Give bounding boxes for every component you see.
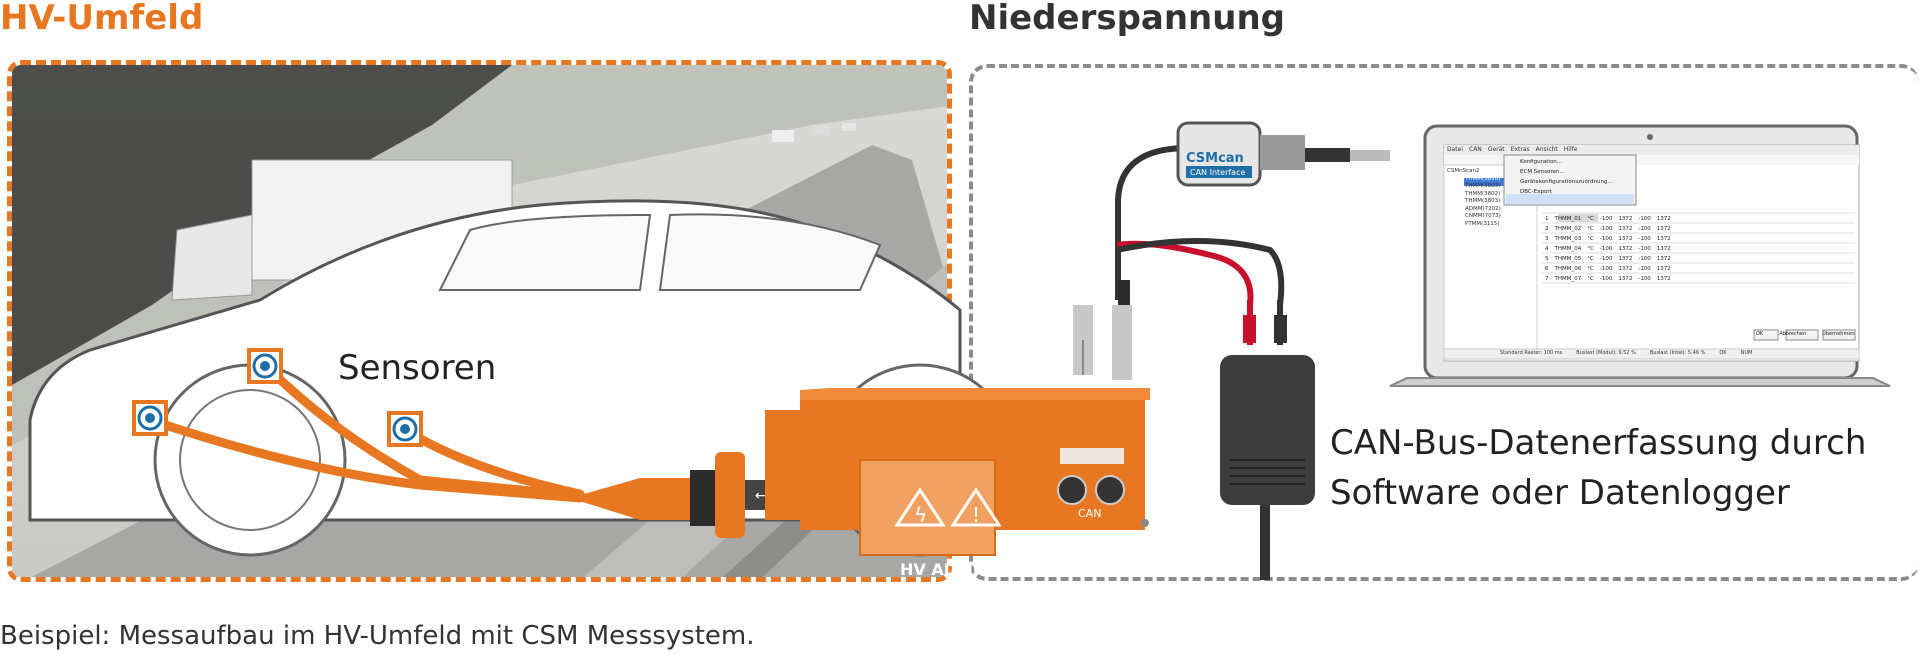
lv-description-line-2: Software oder Datenlogger [1330, 473, 1790, 513]
tree-item[interactable]: THMM(3802) [1465, 190, 1501, 197]
menu-item-dbc-export[interactable]: DBC-Export [1520, 189, 1552, 195]
tree-item[interactable]: PTMM(3115) [1465, 220, 1500, 227]
status-raster: Standard Raster: 100 ms [1500, 350, 1563, 356]
sensor-3-icon [387, 411, 423, 447]
dialog-buttons: OK Abbrechen Übernehmen [1756, 331, 1855, 337]
figure-caption: Beispiel: Messaufbau im HV-Umfeld mit CS… [0, 621, 755, 651]
power-supply-icon [1220, 300, 1315, 580]
tree-item[interactable]: CSMnScan2 [1447, 168, 1480, 174]
software-menubar: Datei CAN Gerät Extras Ansicht Hilfe [1447, 146, 1577, 153]
menu-item-configuration[interactable]: Konfiguration... [1520, 159, 1563, 165]
tree-item[interactable]: ADMM(7202) [1465, 205, 1501, 212]
status-ok: OK [1719, 350, 1727, 356]
tree-item[interactable]: THMM(3803) [1465, 183, 1501, 189]
status-busload-module: Buslast (Modul): 9.52 % [1576, 350, 1636, 356]
cancel-button[interactable]: Abbrechen [1779, 331, 1807, 337]
menu-item-ecm-sensors[interactable]: ECM Sensoren... [1520, 169, 1565, 175]
extras-popup-menu: Konfiguration... ECM Sensoren... Gerätek… [1520, 157, 1613, 197]
svg-text:!: ! [972, 503, 980, 527]
tree-item[interactable]: THMM(3803) [1465, 198, 1501, 204]
sensors-label: Sensoren [338, 348, 497, 388]
menu-file[interactable]: Datei [1447, 146, 1464, 153]
menu-can[interactable]: CAN [1469, 146, 1482, 153]
software-statusbar: Standard Raster: 100 ms Buslast (Modul):… [1500, 350, 1752, 356]
laptop-icon [1389, 124, 1891, 387]
tree-item[interactable]: CNMM(7073) [1465, 213, 1501, 219]
lv-description-line-1: CAN-Bus-Datenerfassung durch [1330, 423, 1867, 463]
lv-region-frame [969, 64, 1919, 581]
status-num: NUM [1740, 350, 1753, 356]
svg-text:ϟ: ϟ [914, 503, 927, 527]
can-port-label: CAN [1078, 507, 1101, 520]
csmcan-brand: CSMcan [1186, 151, 1244, 166]
sensor-1-icon [132, 400, 168, 436]
menu-help[interactable]: Hilfe [1563, 146, 1578, 153]
device-name: HV ADMM 2+ [900, 560, 1019, 579]
software-tree: CSMnScan2 THMM(3810) THMM(3803) THMM(380… [1447, 168, 1501, 228]
menu-device[interactable]: Gerät [1487, 146, 1505, 153]
tree-item[interactable]: THMM(3810) [1465, 175, 1501, 182]
apply-button[interactable]: Übernehmen [1822, 331, 1855, 337]
menu-extras[interactable]: Extras [1510, 146, 1530, 153]
hv-admm-module: ϟ ! HV ADMM 2+ CAN [765, 388, 1150, 579]
status-busload-intel: Buslast (Intel): 5.46 % [1649, 350, 1706, 356]
csmcan-interface-icon: CSMcan CAN Interface [1176, 121, 1390, 187]
csmcan-subtitle: CAN Interface [1190, 168, 1245, 177]
menu-view[interactable]: Ansicht [1535, 146, 1558, 153]
lv-description: CAN-Bus-Datenerfassung durch Software od… [1330, 418, 1866, 518]
lv-region-title: Niederspannung [969, 0, 1286, 38]
hv-region-title: HV-Umfeld [0, 0, 204, 38]
menu-item-device-assignment[interactable]: Gerätekonfigurationszuordnung... [1520, 179, 1613, 185]
ok-button[interactable]: OK [1756, 331, 1764, 337]
can-interface-cable [1115, 145, 1285, 306]
sensor-2-icon [247, 348, 283, 384]
